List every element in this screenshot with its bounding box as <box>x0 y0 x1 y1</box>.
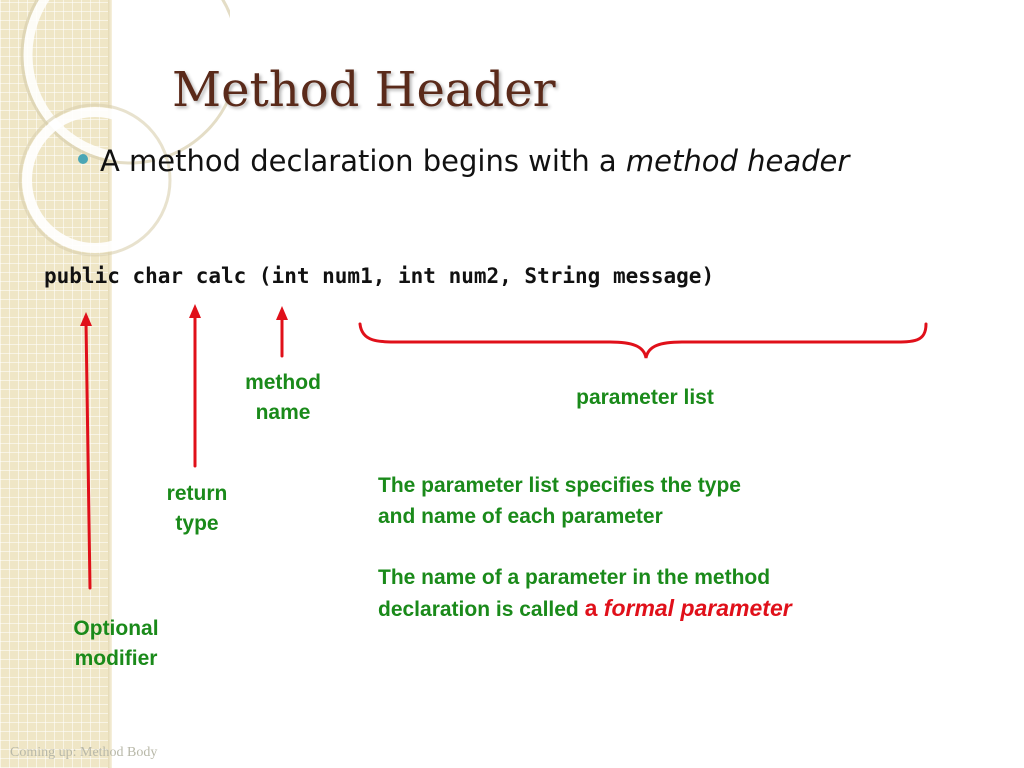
return-type-label: return type <box>132 479 262 539</box>
explanation-2-line2: declaration is called a formal parameter <box>378 593 792 625</box>
optional-modifier-label-line1: Optional <box>73 617 159 640</box>
return-type-label-line2: type <box>175 512 219 535</box>
explanation-1-line1: The parameter list specifies the type <box>378 474 741 497</box>
optional-modifier-arrow-shaft <box>84 320 92 590</box>
parameter-list-label: parameter list <box>576 386 714 409</box>
method-header-code: public char calc (int num1, int num2, St… <box>44 264 715 288</box>
bullet-dot-icon <box>78 154 88 164</box>
decorative-circle-large-shadow <box>20 0 230 165</box>
decorative-circle-small <box>22 107 168 253</box>
optional-modifier-label-line2: modifier <box>74 647 158 670</box>
slide-title: Method Header <box>172 62 556 118</box>
parameter-list-explanation: The parameter list specifies the type an… <box>378 470 741 532</box>
method-name-label-line1: method <box>245 371 321 394</box>
return-type-arrowhead-icon <box>189 304 201 318</box>
return-type-label-line1: return <box>166 482 228 505</box>
method-name-label: method name <box>214 368 352 428</box>
formal-parameter-term: formal parameter <box>603 595 792 621</box>
parameter-list-brace <box>358 322 928 359</box>
formal-parameter-prefix: a <box>584 595 604 621</box>
explanation-2-line1: The name of a parameter in the method <box>378 566 771 589</box>
side-strip-edge <box>108 0 112 768</box>
optional-modifier-arrowhead-icon <box>80 312 92 326</box>
bullet-point: A method declaration begins with a metho… <box>78 144 849 178</box>
bullet-emphasis: method header <box>625 144 850 178</box>
decorative-circle-large <box>23 0 230 162</box>
method-name-label-line2: name <box>255 401 311 424</box>
formal-parameter-highlight: a formal parameter <box>585 595 792 621</box>
explanation-1-line2: and name of each parameter <box>378 505 663 528</box>
formal-parameter-explanation: The name of a parameter in the method de… <box>378 562 792 625</box>
decorative-circles <box>18 0 230 257</box>
decorative-circle-small-shadow <box>18 103 172 257</box>
bullet-text: A method declaration begins with a <box>100 144 626 178</box>
explanation-2-line2-text: declaration is called <box>378 598 585 621</box>
footer-note: Coming up: Method Body <box>10 745 158 760</box>
optional-modifier-label: Optional modifier <box>38 614 194 674</box>
method-name-arrowhead-icon <box>276 306 288 320</box>
